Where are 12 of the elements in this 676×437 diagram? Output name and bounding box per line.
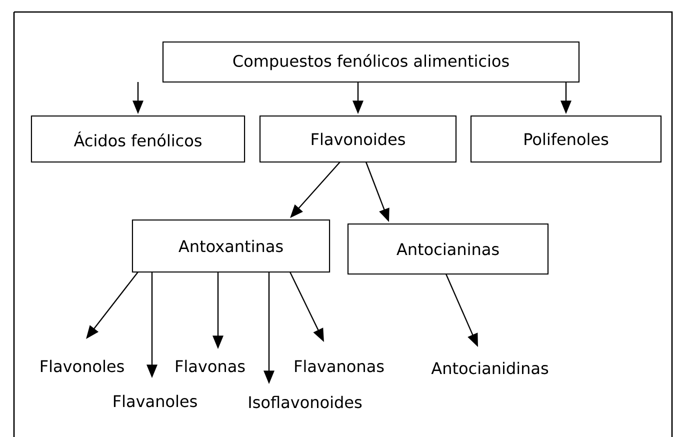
category-box: Ácidos fenólicos [30, 115, 246, 163]
category-label: Flavonas [176, 360, 245, 372]
category-label: Antocianidinas [431, 362, 548, 374]
category-label: Flavanonas [295, 360, 384, 372]
category-box: Polifenoles [470, 115, 662, 163]
category-label: Flavanoles [114, 394, 197, 408]
category-label: Flavonoles [40, 360, 124, 372]
category-box: Antoxantinas [132, 219, 330, 273]
category-box: Flavonoides [259, 115, 457, 163]
category-box: Antocianinas [347, 223, 549, 275]
category-box: Compuestos fenólicos alimenticios [162, 41, 580, 83]
category-label: Isoflavonoides [249, 396, 362, 408]
